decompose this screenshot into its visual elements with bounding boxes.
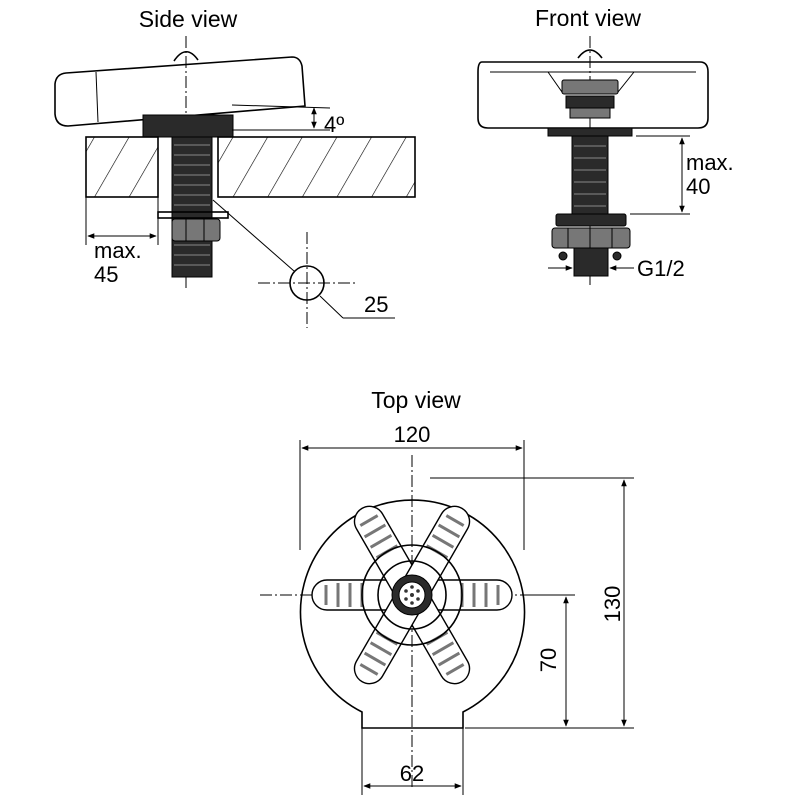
side-view-title: Side view — [139, 6, 238, 32]
hub-nozzle — [377, 560, 447, 630]
top-height-label: 130 — [600, 586, 625, 623]
top-base-width-label: 62 — [400, 761, 424, 786]
top-center-height-label: 70 — [536, 648, 561, 672]
gasket-side — [142, 114, 234, 138]
front-max-value: 40 — [686, 174, 710, 199]
thread-size-label: G1/2 — [637, 256, 685, 281]
front-view: Front view max. 40 — [477, 5, 734, 285]
countertop-side — [85, 136, 416, 198]
side-view: Side view 4º — [54, 6, 416, 328]
rinser-body-front — [477, 61, 709, 129]
nut-front — [551, 227, 631, 249]
front-view-title: Front view — [535, 5, 641, 31]
shank-side — [171, 136, 213, 278]
shank-front — [571, 135, 609, 217]
hole-diameter-label: 25 — [364, 292, 388, 317]
nut-side — [171, 218, 221, 242]
tilt-angle-label: 4º — [324, 112, 344, 137]
rinser-body-side — [54, 56, 306, 127]
top-view: Top view — [260, 387, 634, 795]
top-width-label: 120 — [394, 422, 431, 447]
top-view-title: Top view — [371, 387, 461, 413]
side-max-label: max. — [94, 238, 142, 263]
front-max-label: max. — [686, 150, 734, 175]
side-max-value: 45 — [94, 262, 118, 287]
rinser-outline-top — [299, 499, 526, 729]
